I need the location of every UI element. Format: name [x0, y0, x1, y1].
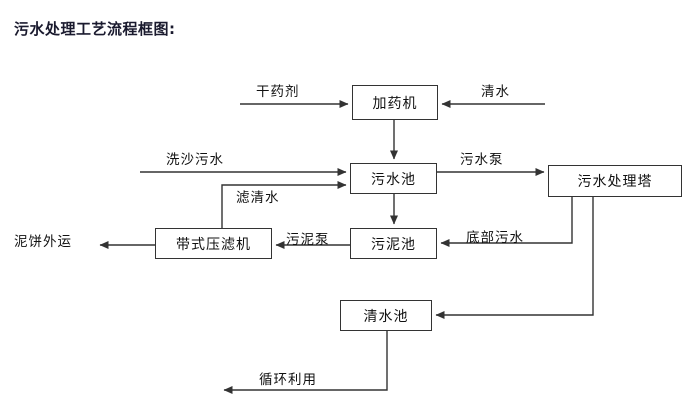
edge-label-sludge-pump: 污泥泵 — [286, 232, 330, 248]
node-label: 带式压滤机 — [176, 236, 251, 253]
edge-label-recycle-reuse: 循环利用 — [259, 372, 317, 388]
node-wastewater-pool[interactable]: 污水池 — [350, 163, 437, 194]
edge-label-bottom-wastewater: 底部污水 — [466, 230, 524, 246]
node-label: 污泥池 — [371, 236, 416, 253]
node-label: 污水池 — [371, 171, 416, 188]
node-label: 清水池 — [363, 308, 409, 325]
edge-label-wastewater-pump: 污水泵 — [460, 152, 504, 168]
node-label: 加药机 — [372, 95, 418, 112]
node-label: 污水处理塔 — [577, 174, 653, 190]
connector-filtered-water-to-wastewater-pool — [221, 181, 347, 228]
edge-label-filtered-water: 滤清水 — [236, 190, 280, 206]
node-clean-water-pool[interactable]: 清水池 — [340, 300, 432, 331]
node-belt-filter-press[interactable]: 带式压滤机 — [155, 228, 272, 259]
edge-label-clean-water-in: 清水 — [481, 84, 510, 100]
node-treatment-tower[interactable]: 污水处理塔 — [548, 165, 682, 197]
connector-tower-to-clean-water-pool — [435, 197, 594, 319]
page-title: 污水处理工艺流程框图: — [14, 20, 176, 38]
edge-label-sand-wash-water: 洗沙污水 — [166, 152, 224, 168]
node-sludge-pool[interactable]: 污泥池 — [350, 228, 437, 259]
edge-label-mud-cake-out: 泥饼外运 — [14, 234, 72, 250]
node-dosing-machine[interactable]: 加药机 — [352, 85, 438, 120]
connector-clean-water-pool-to-recycle — [223, 331, 388, 394]
connector-tower-bottom-to-sludge-pool — [440, 197, 573, 247]
edge-label-dry-reagent: 干药剂 — [256, 84, 300, 100]
